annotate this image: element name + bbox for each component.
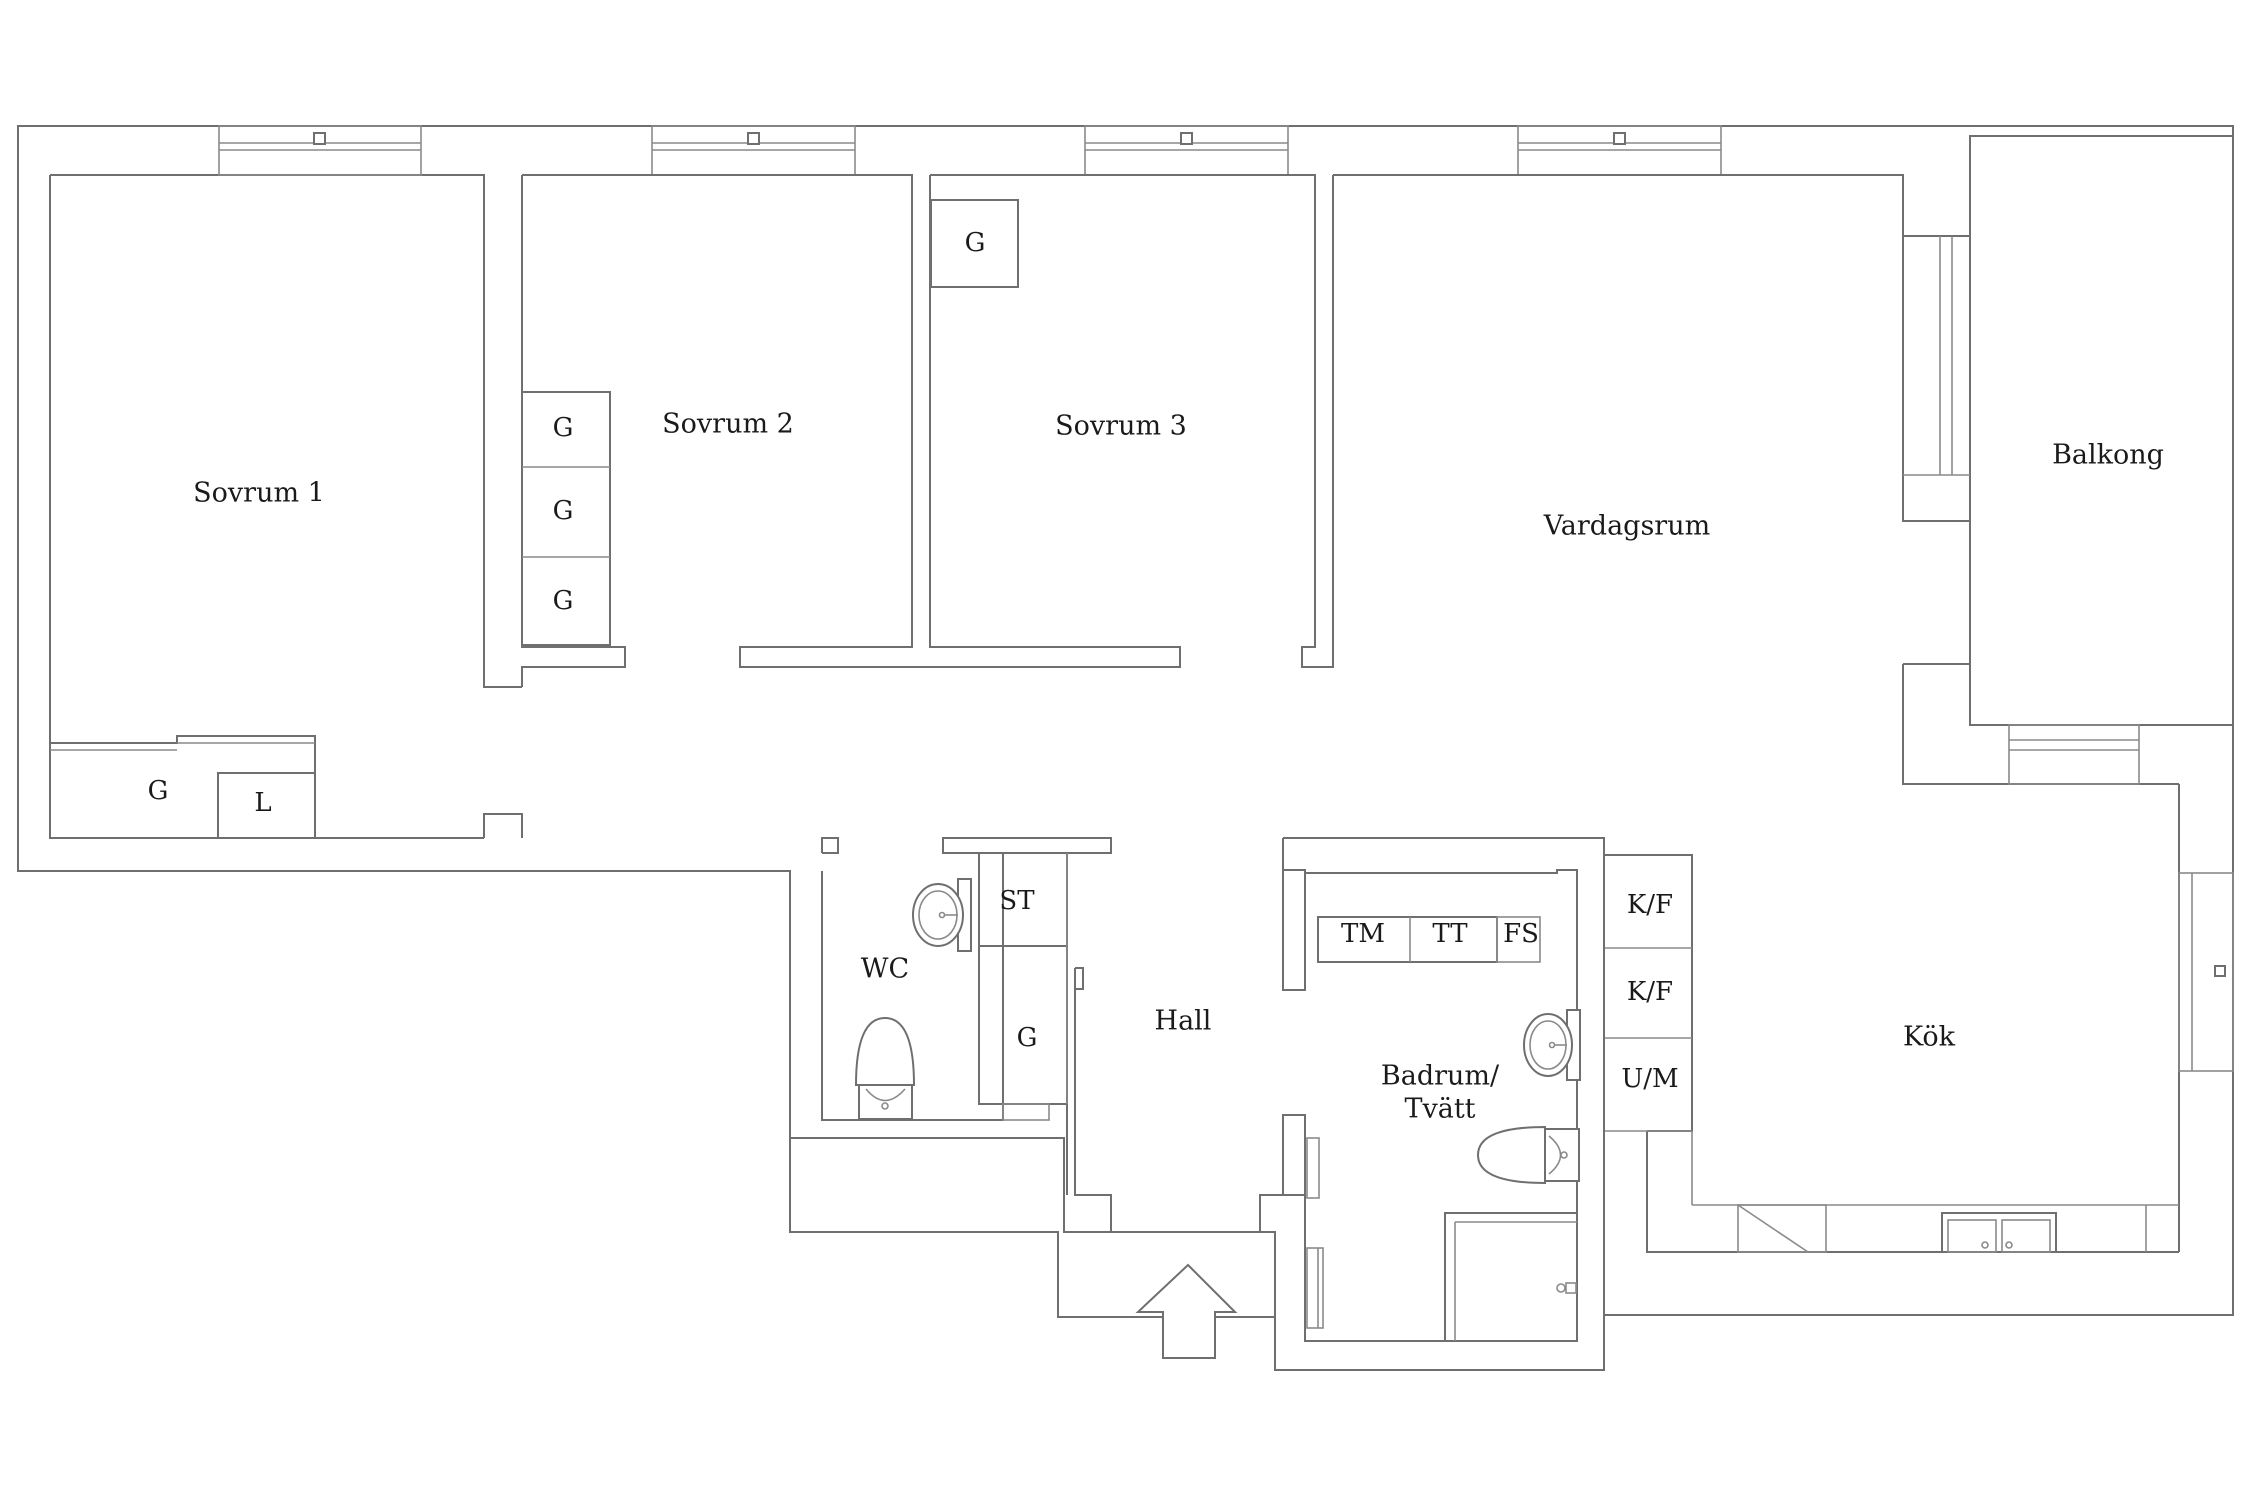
washing-machine-label: TM <box>1341 919 1385 949</box>
kitchen-sink-icon <box>1941 1212 2057 1253</box>
bedroom-walls <box>50 174 1971 839</box>
shower-drain-icon <box>1556 1282 1577 1294</box>
kitchen-walls <box>1604 784 2234 1253</box>
fridge-freezer-label: K/F <box>1627 977 1673 1007</box>
room-label-vardagsrum: Vardagsrum <box>1543 511 1710 542</box>
room-label-balkong: Balkong <box>2052 440 2164 471</box>
washbasin-icon <box>1523 1009 1581 1081</box>
room-label-sovrum-2: Sovrum 2 <box>662 409 794 440</box>
wardrobe-label: G <box>1017 1023 1038 1053</box>
entrance-arrow-icon <box>1135 1263 1238 1359</box>
balcony <box>1902 135 2234 785</box>
room-label-wc: WC <box>861 954 909 985</box>
room-label-sovrum-1: Sovrum 1 <box>193 478 325 509</box>
window-icon <box>1084 125 1289 176</box>
toilet-icon <box>1476 1125 1580 1185</box>
tumble-dryer-label: TT <box>1432 919 1468 949</box>
window-icon <box>1517 125 1722 176</box>
fridge-freezer-label: K/F <box>1627 890 1673 920</box>
wardrobe-label: G <box>148 776 169 806</box>
outer-walls <box>17 125 2234 1371</box>
wardrobe-label: G <box>553 586 574 616</box>
window-icon <box>218 125 422 176</box>
top-windows <box>218 125 1722 176</box>
room-label-hall: Hall <box>1155 1006 1212 1037</box>
cleaning-closet-label: ST <box>999 886 1035 916</box>
storage-units <box>521 199 1019 646</box>
toilet-icon <box>854 1016 916 1120</box>
bathroom-walls <box>1260 837 1605 1342</box>
room-label-tvatt: Tvätt <box>1404 1094 1475 1125</box>
linen-cabinet-label: L <box>254 788 271 818</box>
window-icon <box>651 125 856 176</box>
room-label-badrum: Badrum/ <box>1381 1061 1500 1092</box>
room-label-sovrum-3: Sovrum 3 <box>1055 411 1187 442</box>
room-label-kok: Kök <box>1903 1022 1956 1053</box>
wardrobe-label: G <box>965 228 986 258</box>
wardrobe-label: G <box>553 496 574 526</box>
washbasin-icon <box>912 878 972 952</box>
wardrobe-label: G <box>553 413 574 443</box>
drying-cabinet-label: FS <box>1503 919 1539 949</box>
oven-microwave-label: U/M <box>1621 1064 1678 1094</box>
